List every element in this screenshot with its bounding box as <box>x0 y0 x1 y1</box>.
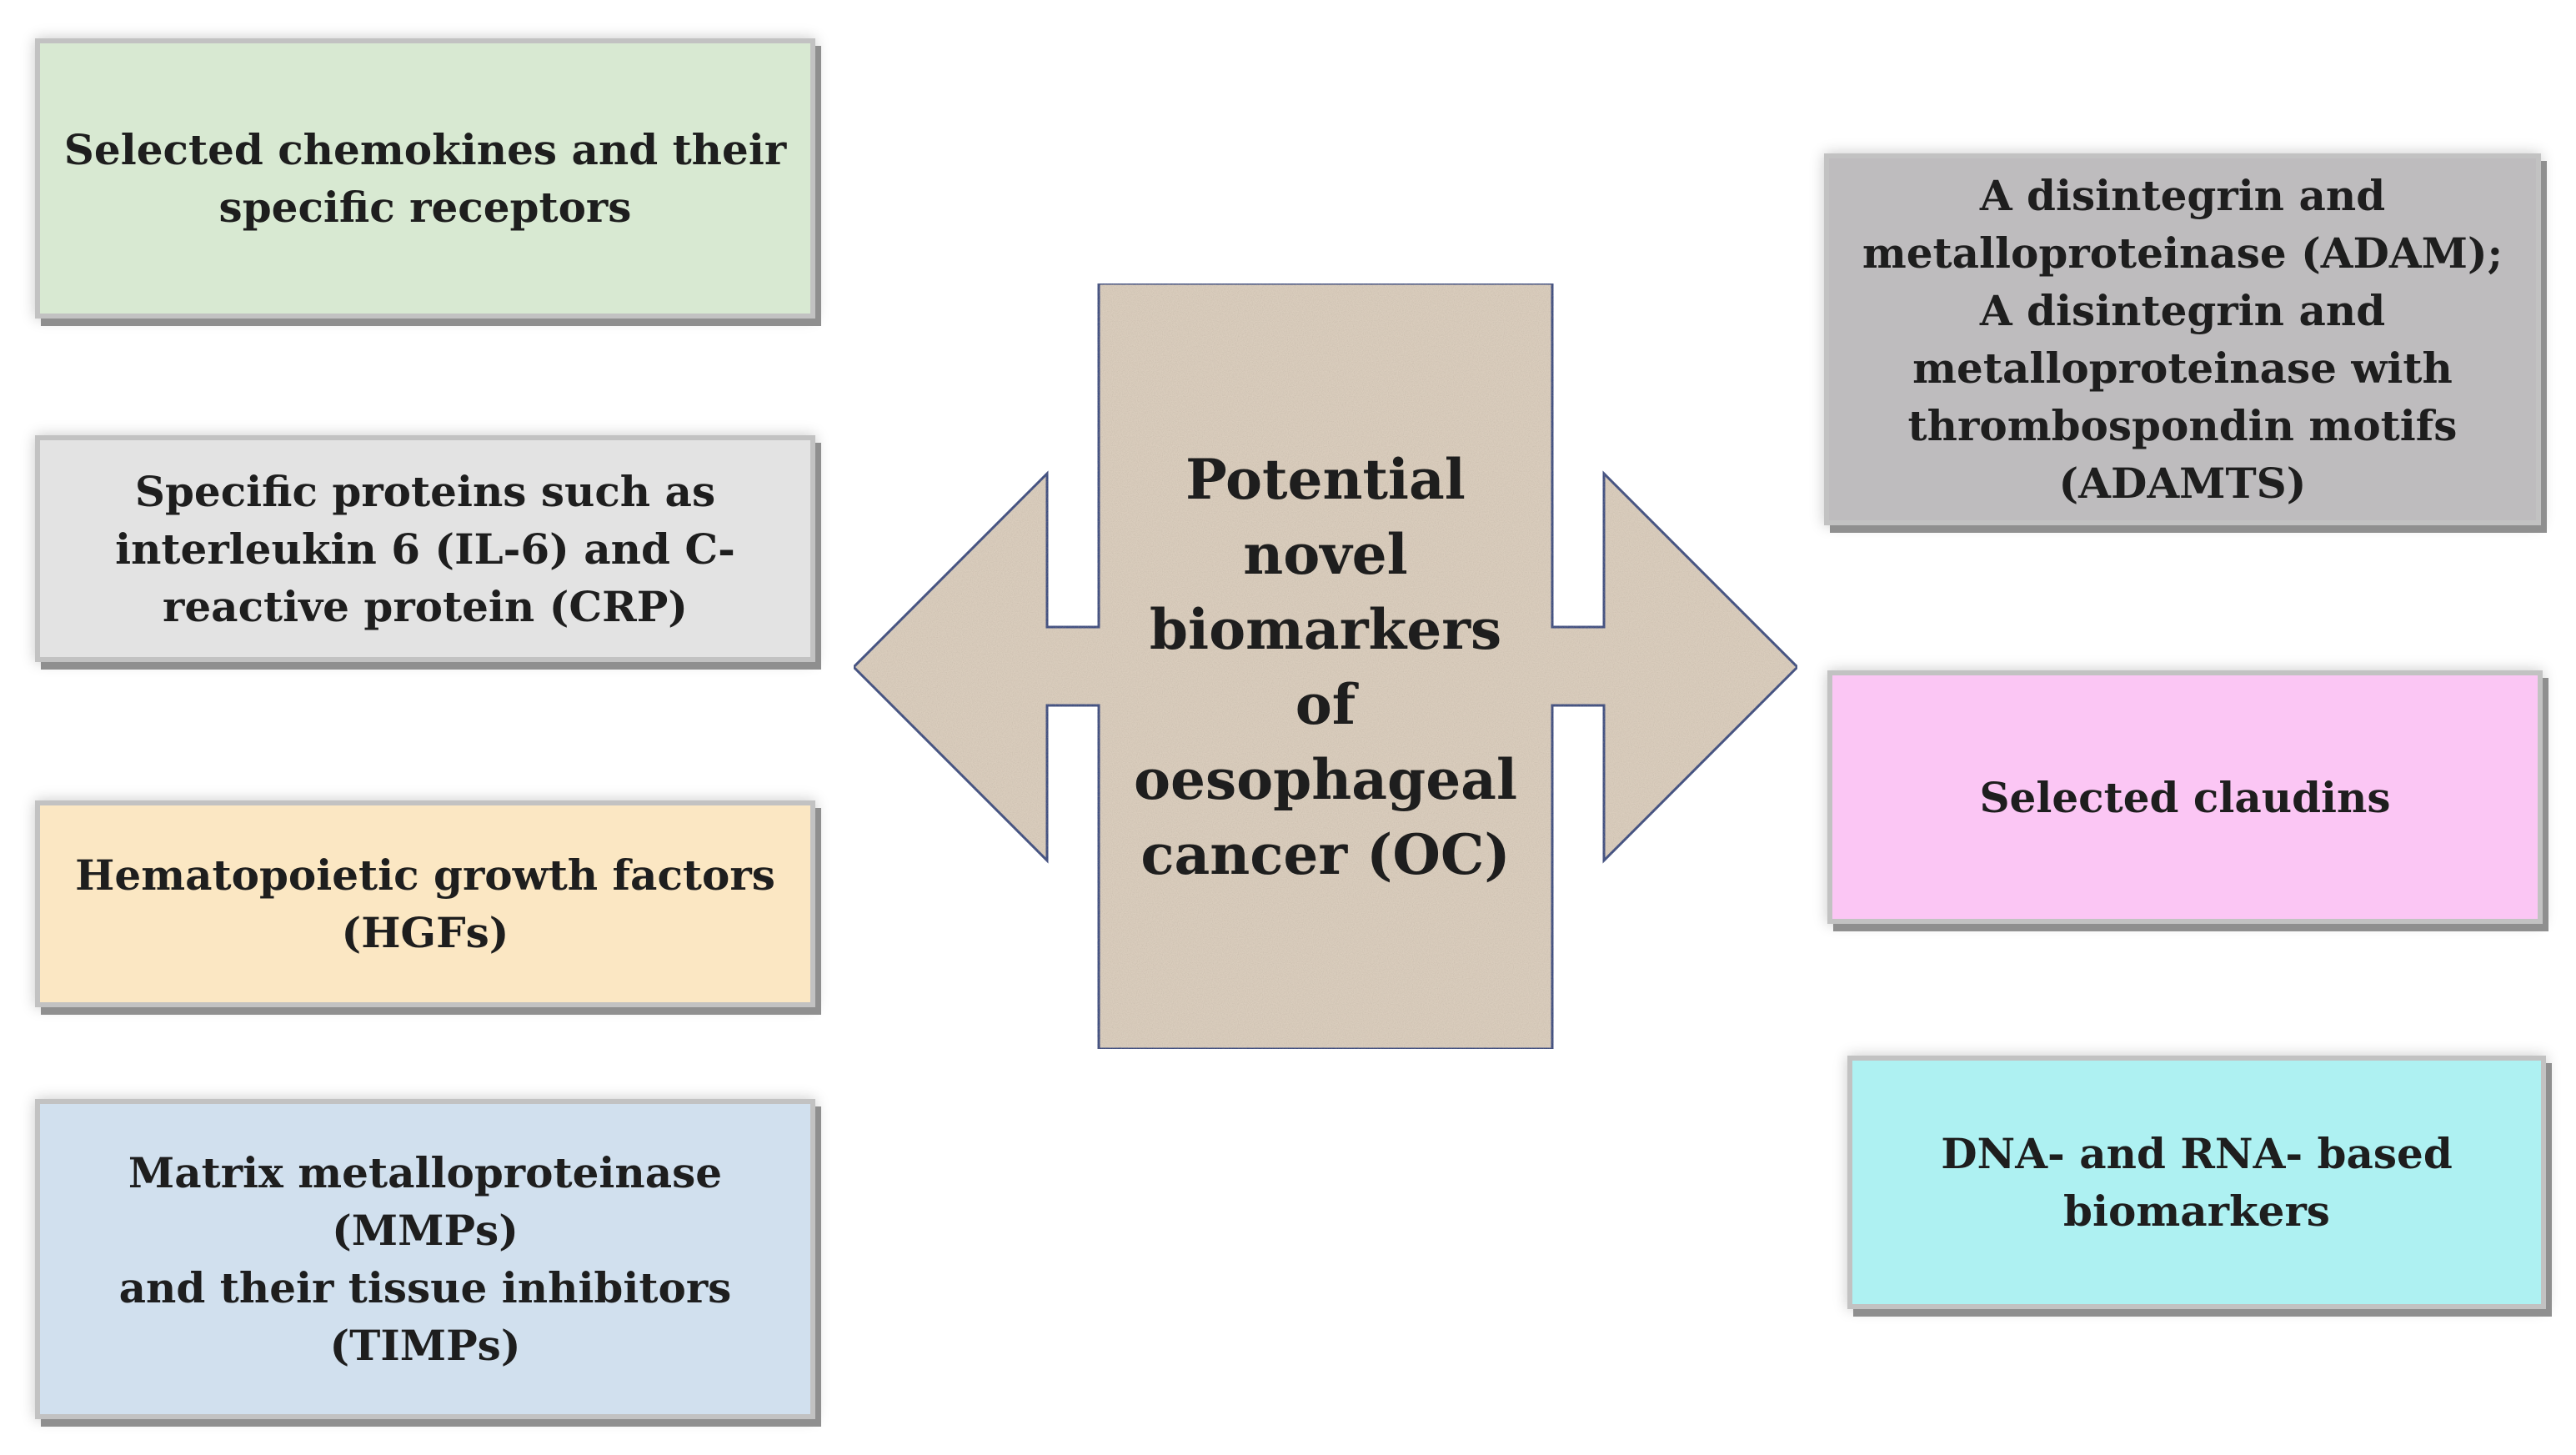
il6-crp-label: Specific proteins such as interleukin 6 … <box>115 466 735 631</box>
double-arrow-outline <box>851 282 1800 1051</box>
dna-rna-label: DNA- and RNA- based biomarkers <box>1941 1129 2453 1236</box>
claudins-box: Selected claudins <box>1827 670 2543 924</box>
adam-adamts-label: A disintegrin and metalloproteinase (ADA… <box>1862 171 2503 508</box>
chemokines-label: Selected chemokines and their specific r… <box>63 125 787 232</box>
adam-adamts-box: A disintegrin and metalloproteinase (ADA… <box>1824 153 2541 525</box>
claudins-label: Selected claudins <box>1979 772 2391 822</box>
chemokines-box: Selected chemokines and their specific r… <box>35 38 815 319</box>
mmp-timp-label: Matrix metalloproteinase (MMPs) and thei… <box>118 1148 732 1370</box>
hgf-box: Hematopoietic growth factors (HGFs) <box>35 800 815 1007</box>
center-title: Potential novel biomarkers of oesophagea… <box>1133 447 1518 887</box>
hgf-label: Hematopoietic growth factors (HGFs) <box>75 850 775 957</box>
dna-rna-box: DNA- and RNA- based biomarkers <box>1847 1056 2546 1309</box>
il6-crp-box: Specific proteins such as interleukin 6 … <box>35 435 815 662</box>
mmp-timp-box: Matrix metalloproteinase (MMPs) and thei… <box>35 1099 815 1419</box>
